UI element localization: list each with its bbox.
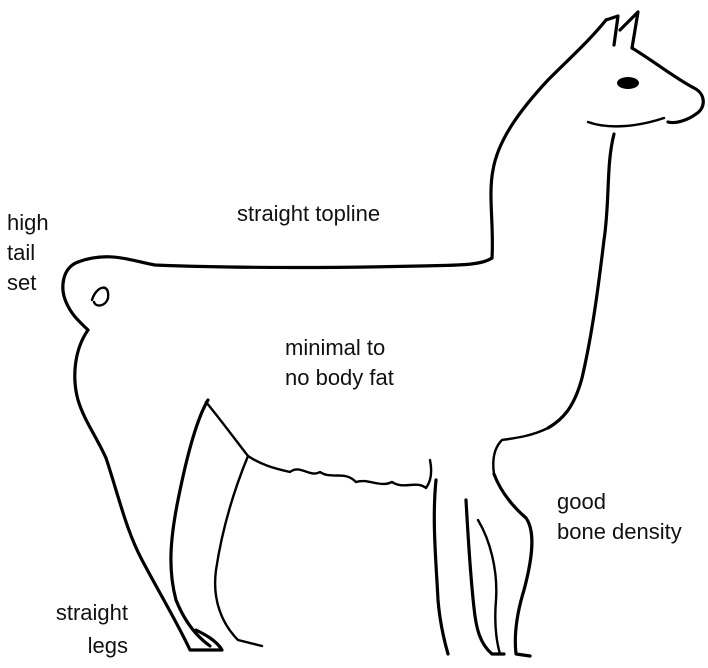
llama-ear-right — [620, 12, 638, 48]
label-tail-line-3: set — [7, 268, 49, 298]
llama-eye — [617, 77, 639, 89]
label-legs-line-1: straight — [38, 596, 128, 629]
llama-neck-front — [548, 134, 614, 428]
llama-back-leg-inner — [171, 400, 210, 646]
label-bone-density: good bone density — [557, 487, 682, 547]
label-straight-topline: straight topline — [237, 200, 380, 228]
llama-front-leg-front — [494, 474, 532, 656]
llama-front-leg-rear-2 — [466, 500, 504, 654]
label-legs-line-2: legs — [38, 629, 128, 662]
llama-belly — [248, 456, 431, 488]
llama-front-leg-inner — [478, 520, 500, 654]
label-topline-text: straight topline — [237, 200, 380, 228]
llama-chest — [493, 428, 548, 474]
label-bone-line-2: bone density — [557, 517, 682, 547]
label-tail-line-2: tail — [7, 238, 49, 268]
llama-back-leg-far — [206, 402, 262, 646]
label-straight-legs: straight legs — [38, 596, 128, 662]
llama-hindquarter — [75, 330, 106, 458]
label-body-fat: minimal to no body fat — [285, 333, 394, 393]
label-bone-line-1: good — [557, 487, 682, 517]
label-fat-line-2: no body fat — [285, 363, 394, 393]
label-high-tail-set: high tail set — [7, 208, 49, 298]
label-fat-line-1: minimal to — [285, 333, 394, 363]
llama-ear-left — [606, 16, 618, 45]
llama-front-leg-rear — [434, 480, 448, 654]
llama-tail — [63, 262, 88, 330]
llama-topline — [78, 257, 492, 268]
llama-mouth — [588, 118, 664, 126]
llama-neck-back — [491, 20, 606, 258]
llama-head — [632, 48, 703, 123]
label-tail-line-1: high — [7, 208, 49, 238]
llama-tail-curl — [92, 288, 108, 306]
